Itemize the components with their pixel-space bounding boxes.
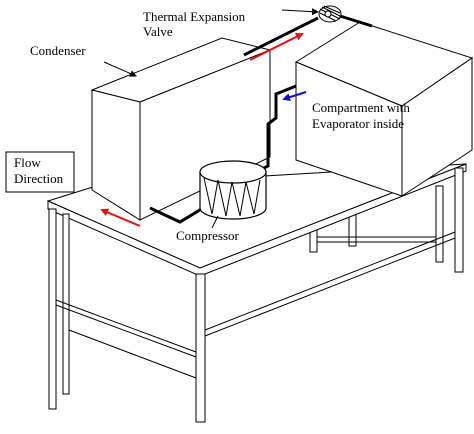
leader-valve <box>281 8 319 16</box>
table-top-edge <box>47 163 467 277</box>
compartment-box <box>294 21 474 197</box>
label-condenser: Condenser <box>30 43 86 58</box>
leader-compressor <box>211 215 219 229</box>
flow-arrow-red-table <box>100 208 141 227</box>
label-flow-line2: Direction <box>14 171 64 186</box>
label-compartment-line2: Evaporator inside <box>312 116 404 131</box>
flow-arrow-blue-compartment <box>282 91 307 101</box>
flow-direction-box <box>5 151 75 193</box>
refrigerant-pipes <box>149 14 373 224</box>
expansion-valve <box>318 5 343 23</box>
flow-arrow-red-condenser-valve <box>249 33 304 61</box>
label-valve-line1: Thermal Expansion <box>143 9 246 24</box>
pipe-compartment-compressor <box>259 84 297 172</box>
pipe-compressor-condenser <box>149 203 209 224</box>
table-leg-front-left <box>48 208 57 410</box>
table-leg-front-right <box>454 167 464 273</box>
condenser-box <box>90 37 272 221</box>
label-flow-line1: Flow <box>14 155 41 170</box>
table-stretchers <box>55 231 456 379</box>
compressor <box>199 160 267 220</box>
pipe-valve-compartment <box>339 14 373 28</box>
pipe-condenser-valve <box>243 16 319 57</box>
label-compartment-line1: Compartment with <box>312 100 410 115</box>
leader-lines <box>103 8 319 229</box>
table-leg-front-center <box>195 273 206 423</box>
leader-condenser <box>103 61 137 77</box>
label-valve-line2: Valve <box>143 24 173 39</box>
label-compressor: Compressor <box>176 228 240 243</box>
